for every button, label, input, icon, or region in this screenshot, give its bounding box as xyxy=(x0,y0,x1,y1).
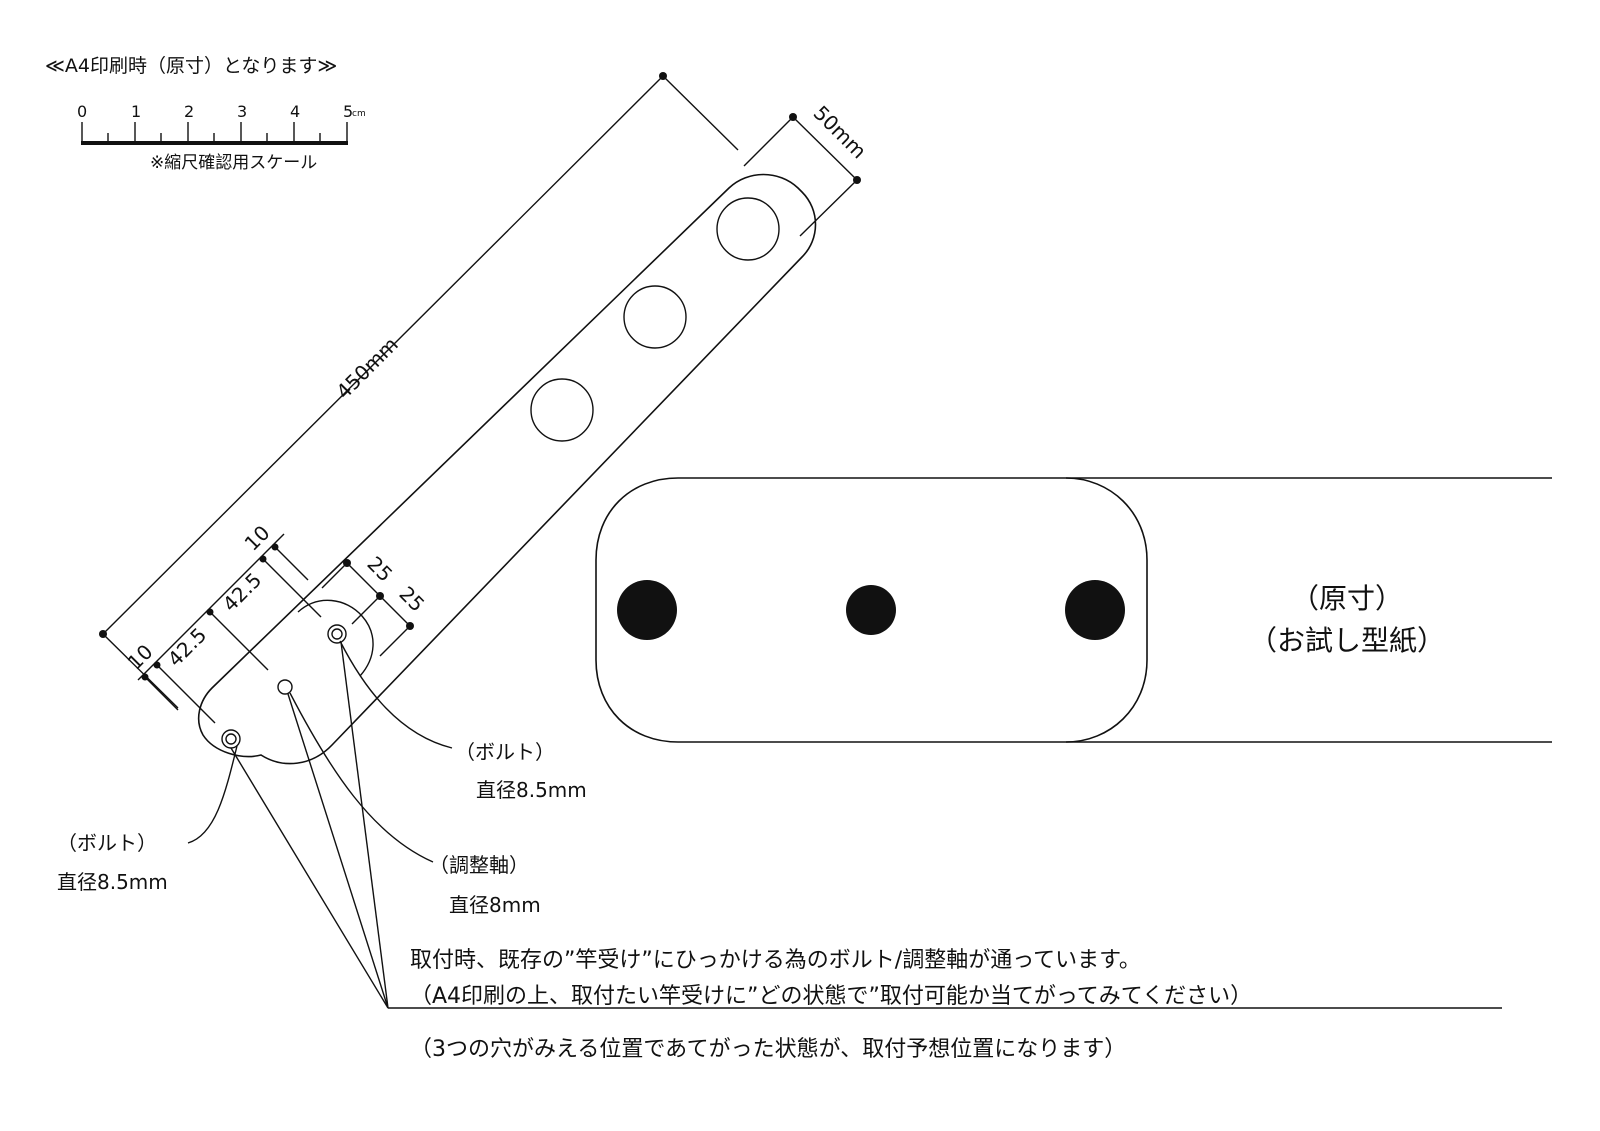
scale-title: ≪A4印刷時（原寸）となります≫ xyxy=(45,55,337,77)
dim-10-a: 10 xyxy=(123,640,158,675)
dim-42-b: 42.5 xyxy=(218,568,266,616)
shaft-size: 直径8mm xyxy=(449,893,541,917)
dim-25-a: 25 xyxy=(362,552,397,587)
shaft-hole xyxy=(277,679,293,695)
dim-42-a: 42.5 xyxy=(163,623,211,671)
bolt-hole-left-inner xyxy=(225,733,237,745)
template-shaft-hole xyxy=(846,585,896,635)
dim-width-label: 50mm xyxy=(809,101,872,164)
plate-edge xyxy=(297,599,374,677)
leader-lines xyxy=(187,640,1502,1009)
bolt-hole-right xyxy=(327,624,347,644)
bolt-right-name: （ボルト） xyxy=(455,740,555,764)
template-plate-outline xyxy=(1065,477,1148,743)
full-size-template: （原寸） （お試し型紙） xyxy=(595,477,1552,743)
bolt-left-size: 直径8.5mm xyxy=(57,870,168,894)
template-label-1: （原寸） xyxy=(1291,582,1403,615)
large-hole xyxy=(716,197,780,261)
bolt-right-size: 直径8.5mm xyxy=(476,778,587,802)
dim-chain: 10 42.5 42.5 10 xyxy=(123,521,322,724)
instruction-line-3: （3つの穴がみえる位置であてがった状態が、取付予想位置になります） xyxy=(410,1037,1126,1062)
bracket-drawing: 450mm 50mm 10 42.5 42.5 10 xyxy=(99,72,1502,1009)
dim-length-label: 450mm xyxy=(331,332,403,404)
scale-unit: cm xyxy=(352,109,366,119)
shaft-name: （調整軸） xyxy=(429,853,529,877)
dim-25-chain: 25 25 xyxy=(321,552,429,657)
bolt-left-name: （ボルト） xyxy=(57,831,157,855)
scale-tick-marks xyxy=(81,122,348,143)
dim-50: 50mm xyxy=(743,101,872,237)
scale-tick-3: 3 xyxy=(237,102,247,121)
large-hole xyxy=(530,378,594,442)
scale-baseline xyxy=(81,141,348,145)
scale-tick-2: 2 xyxy=(184,102,194,121)
scale-tick-5: 5 xyxy=(343,102,353,121)
template-label-2: （お試し型紙） xyxy=(1249,624,1445,657)
bracket-outline xyxy=(197,173,817,765)
template-bolt-hole xyxy=(617,580,677,640)
template-bolt-hole xyxy=(1065,580,1125,640)
bolt-hole-left xyxy=(221,729,241,749)
instruction-line-2: （A4印刷の上、取付たい竿受けに”どの状態で”取付可能か当てがってみてください） xyxy=(410,984,1252,1009)
template-strip-outline xyxy=(595,477,1552,743)
instruction-line-1: 取付時、既存の”竿受け”にひっかける為のボルト/調整軸が通っています。 xyxy=(410,948,1141,973)
dim-10-b: 10 xyxy=(240,521,275,556)
scale-tick-1: 1 xyxy=(131,102,141,121)
scale-tick-0: 0 xyxy=(77,102,87,121)
large-hole xyxy=(623,285,687,349)
bolt-hole-right-inner xyxy=(331,628,343,640)
scale-ruler: ≪A4印刷時（原寸）となります≫ 0 1 2 3 4 5 cm ※縮尺確認用スケ… xyxy=(45,55,366,173)
scale-tick-4: 4 xyxy=(290,102,300,121)
scale-note: ※縮尺確認用スケール xyxy=(150,153,317,173)
dim-25-b: 25 xyxy=(394,582,429,617)
